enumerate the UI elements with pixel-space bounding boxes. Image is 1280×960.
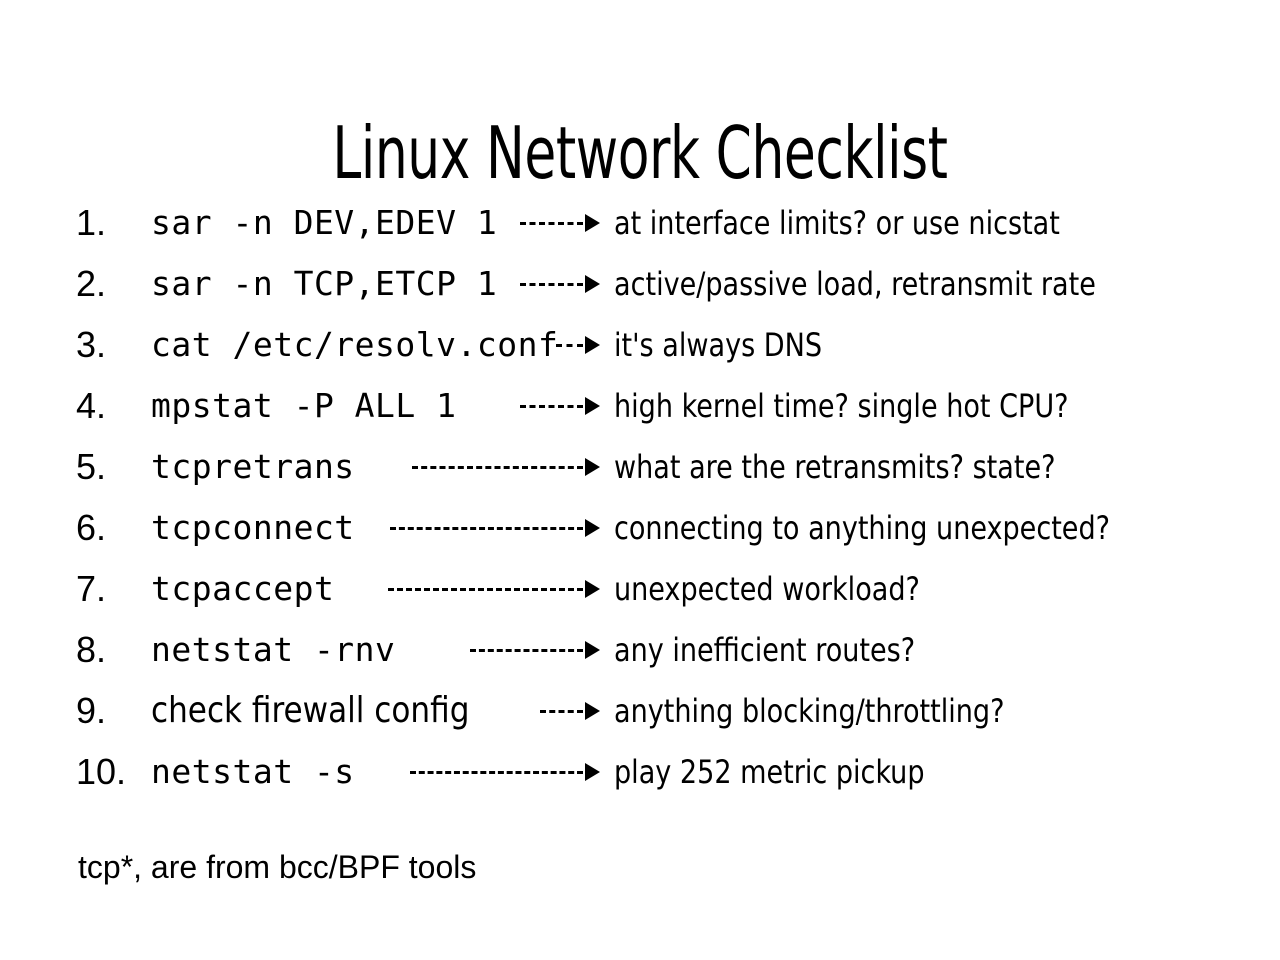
arrow-icon [540,686,600,736]
list-item-description: active/passive load, retransmit rate [614,265,1096,303]
list-item-description: what are the retransmits? state? [614,448,1056,486]
footnote: tcp*, are from bcc/BPF tools [78,849,477,885]
list-item: 7. tcpaccept unexpected workload? [0,564,1280,625]
arrow-dashed-line [520,282,583,286]
arrow-head-icon [585,397,600,415]
arrow-icon [390,503,600,553]
list-item-number: 6. [76,507,107,548]
arrow-icon [410,747,600,797]
list-item-command: tcpretrans [151,447,355,486]
arrow-icon [520,198,600,248]
list-item-command: netstat -s [151,752,355,791]
list-item-command: sar -n DEV,EDEV 1 [151,203,498,242]
list-item-description: play 252 metric pickup [614,753,925,791]
list-item: 8. netstat -rnv any inefficient routes? [0,625,1280,686]
arrow-head-icon [585,214,600,232]
list-item-description: unexpected workload? [614,570,920,608]
arrow-head-icon [585,275,600,293]
arrow-head-icon [585,702,600,720]
arrow-head-icon [585,519,600,537]
arrow-dashed-line [470,648,583,652]
list-item-number: 1. [76,202,107,243]
checklist: 1. sar -n DEV,EDEV 1 at interface limits… [0,198,1280,808]
list-item-description: anything blocking/throttling? [614,692,1005,730]
arrow-dashed-line [388,587,583,591]
list-item: 2. sar -n TCP,ETCP 1 active/passive load… [0,259,1280,320]
list-item-number: 4. [76,385,107,426]
arrow-dashed-line [556,343,583,347]
arrow-head-icon [585,336,600,354]
list-item-description: at interface limits? or use nicstat [614,204,1060,242]
list-item-command: mpstat -P ALL 1 [151,386,457,425]
list-item-command: check firewall config [151,690,470,731]
list-item: 1. sar -n DEV,EDEV 1 at interface limits… [0,198,1280,259]
arrow-icon [470,625,600,675]
arrow-dashed-line [410,770,583,774]
list-item-command: sar -n TCP,ETCP 1 [151,264,498,303]
arrow-icon [520,259,600,309]
list-item-description: connecting to anything unexpected? [614,509,1111,547]
arrow-icon [388,564,600,614]
page-title: Linux Network Checklist [332,111,948,196]
arrow-dashed-line [520,221,583,225]
list-item: 6. tcpconnect connecting to anything une… [0,503,1280,564]
arrow-icon [520,381,600,431]
list-item-number: 2. [76,263,107,304]
arrow-head-icon [585,458,600,476]
list-item-number: 8. [76,629,107,670]
arrow-icon [556,320,600,370]
list-item-number: 5. [76,446,107,487]
list-item-command: tcpaccept [151,569,335,608]
list-item-command: cat /etc/resolv.conf [151,325,559,364]
list-item-number: 10. [76,751,127,792]
list-item: 9. check firewall config anything blocki… [0,686,1280,747]
arrow-head-icon [585,641,600,659]
arrow-head-icon [585,763,600,781]
list-item: 5. tcpretrans what are the retransmits? … [0,442,1280,503]
list-item-number: 9. [76,690,107,731]
list-item-description: any inefficient routes? [614,631,916,669]
arrow-dashed-line [390,526,583,530]
arrow-dashed-line [520,404,583,408]
list-item-description: high kernel time? single hot CPU? [614,387,1069,425]
arrow-dashed-line [540,709,583,713]
list-item-number: 3. [76,324,107,365]
list-item-command: netstat -rnv [151,630,396,669]
arrow-dashed-line [412,465,583,469]
list-item-description: it's always DNS [614,326,823,364]
arrow-icon [412,442,600,492]
list-item: 3. cat /etc/resolv.conf it's always DNS [0,320,1280,381]
list-item: 10. netstat -s play 252 metric pickup [0,747,1280,808]
arrow-head-icon [585,580,600,598]
list-item: 4. mpstat -P ALL 1 high kernel time? sin… [0,381,1280,442]
list-item-number: 7. [76,568,107,609]
list-item-command: tcpconnect [151,508,355,547]
